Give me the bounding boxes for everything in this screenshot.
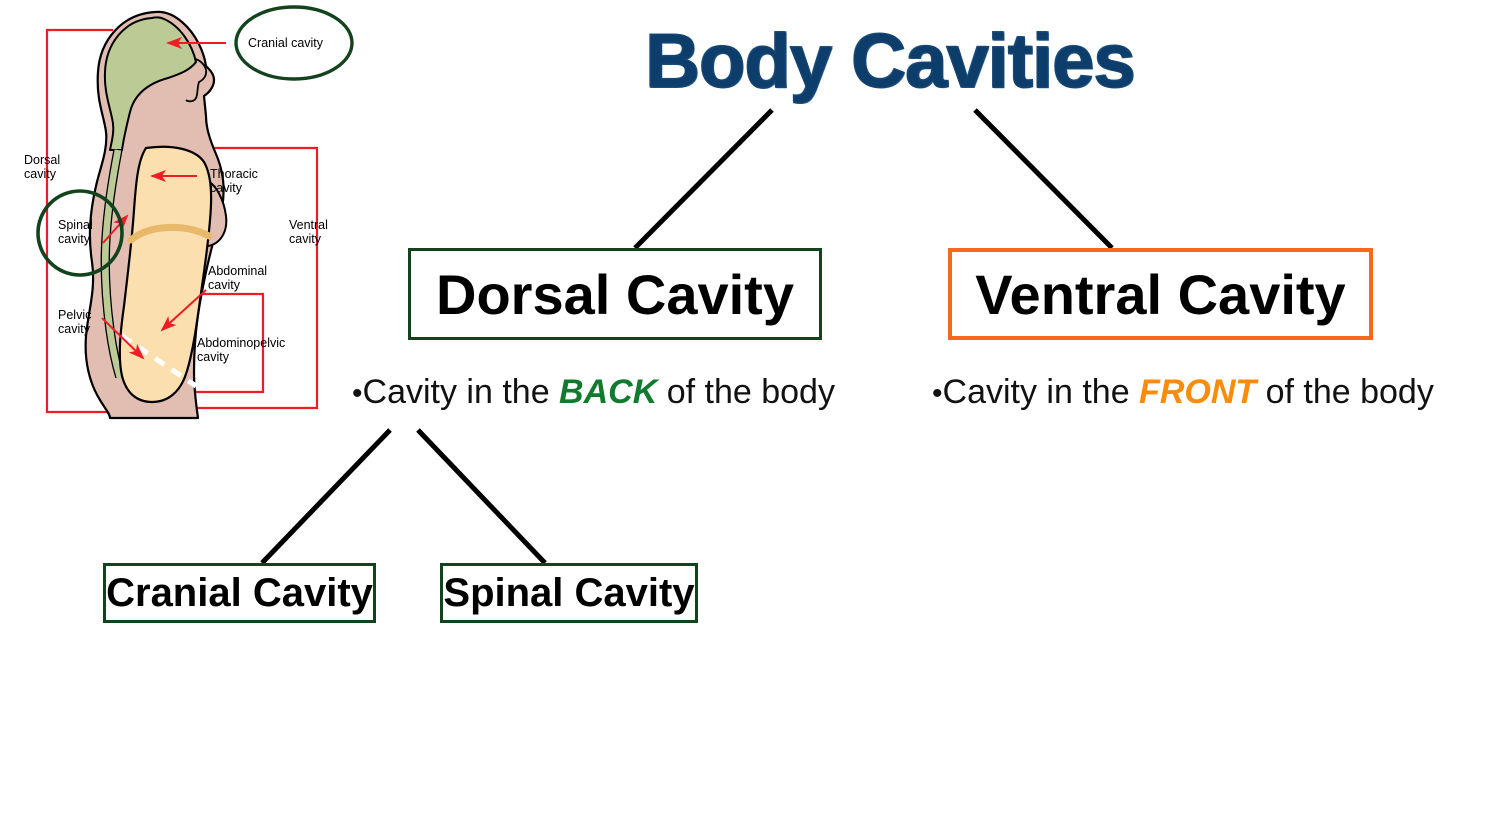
bullet-dorsal-description: •Cavity in the BACK of the body [352,373,835,412]
bullet-marker-dorsal: • [352,377,363,410]
abdominopelvic-divider [120,333,198,389]
figure-label-cranial-cavity: Cranial cavity [248,36,324,50]
node-ventral-cavity[interactable]: Ventral Cavity [948,248,1373,340]
node-ventral-cavity-label: Ventral Cavity [975,262,1346,326]
node-dorsal-cavity-label: Dorsal Cavity [436,262,794,326]
cranial-cavity-fill [103,16,197,151]
abdominopelvic-bracket [195,292,265,394]
node-cranial-cavity-label: Cranial Cavity [106,570,373,615]
spinal-canal [101,149,124,380]
bullet-ventral-suffix: of the body [1256,373,1434,411]
node-spinal-cavity-label: Spinal Cavity [443,570,695,615]
bullet-ventral-prefix: Cavity in the [942,373,1140,411]
connector-title-to-dorsal [633,108,774,250]
abdominal-arrow [160,289,207,332]
figure-label-dorsal-cavity: Dorsal cavity [24,153,61,181]
connector-dorsal-to-cranial [260,428,392,565]
connector-dorsal-to-spinal [416,428,547,565]
bullet-dorsal-suffix: of the body [657,373,835,411]
node-spinal-cavity[interactable]: Spinal Cavity [440,563,698,623]
bullet-ventral-description: •Cavity in the FRONT of the body [932,373,1434,412]
spinal-arrow [102,214,129,244]
face-profile [185,57,208,103]
pelvic-arrow [101,317,145,360]
figure-label-ventral-cavity: Ventral cavity [289,218,328,246]
spinal-canal-outline-a [100,149,117,379]
ventral-cavity-fill [118,145,213,404]
figure-label-spinal-cavity: Spinal cavity [58,218,93,246]
figure-label-abdominal-cavity: Abdominal cavity [208,264,268,292]
figure-label-thoracic-cavity: Thoracic cavity [210,167,258,195]
body-cavities-diagram: Cranial cavity Dorsal cavity Spinal cavi… [0,0,360,430]
bullet-dorsal-prefix: Cavity in the [362,373,560,411]
ventral-bracket [190,146,319,410]
cranial-highlight-circle [234,5,354,81]
diaphragm [127,224,213,244]
bullet-ventral-keyword: FRONT [1139,373,1257,411]
node-dorsal-cavity[interactable]: Dorsal Cavity [408,248,822,340]
figure-label-pelvic-cavity: Pelvic cavity [58,308,92,336]
bullet-dorsal-keyword: BACK [559,373,658,411]
dorsal-bracket [45,28,113,414]
connector-title-to-ventral [973,108,1114,250]
bullet-marker-ventral: • [932,377,943,410]
spinal-highlight-circle [36,189,124,277]
spinal-canal-outline-b [108,149,125,379]
node-cranial-cavity[interactable]: Cranial Cavity [103,563,376,623]
page-title: Body Cavities [644,18,1136,105]
figure-label-abdominopelvic-cavity: Abdominopelvic cavity [197,336,286,364]
